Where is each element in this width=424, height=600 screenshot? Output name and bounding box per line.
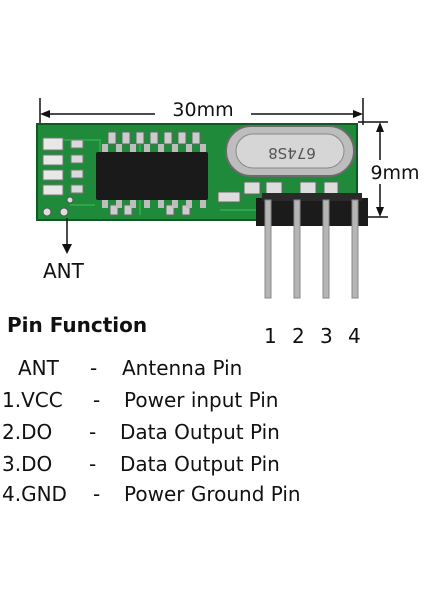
pin-header — [256, 193, 368, 299]
crystal-marking: 674S8 — [268, 144, 316, 162]
pin-name: 2.DO — [2, 420, 53, 444]
pin-description: Antenna Pin — [122, 356, 243, 380]
crystal-oscillator: 674S8 — [225, 125, 355, 177]
pin-separator: - — [93, 388, 101, 412]
module-diagram: 30mm 9mm — [36, 98, 424, 299]
antenna-arrow — [62, 218, 72, 254]
ic-chip — [96, 144, 208, 208]
pin-number-1: 1 — [264, 324, 277, 348]
pin-description: Data Output Pin — [120, 452, 280, 476]
pin-number-3: 3 — [320, 324, 333, 348]
pin-number-4: 4 — [348, 324, 361, 348]
pin-separator: - — [89, 452, 97, 476]
width-label: 30mm — [172, 99, 233, 121]
height-label: 9mm — [370, 162, 419, 184]
pin-description: Power input Pin — [124, 388, 279, 412]
pin-name: 4.GND — [2, 482, 67, 506]
pin-description: Data Output Pin — [120, 420, 280, 444]
pin-separator: - — [90, 356, 98, 380]
width-dimension: 30mm — [39, 98, 364, 125]
antenna-label: ANT — [43, 259, 84, 283]
pin-number-2: 2 — [292, 324, 305, 348]
pin-separator: - — [93, 482, 101, 506]
pin-function-title: Pin Function — [7, 313, 148, 337]
pin-description: Power Ground Pin — [124, 482, 301, 506]
pin-name: 3.DO — [2, 452, 53, 476]
height-dimension: 9mm — [358, 121, 424, 218]
pin-separator: - — [89, 420, 97, 444]
pin-name: ANT — [18, 356, 59, 380]
pin-name: 1.VCC — [2, 388, 63, 412]
